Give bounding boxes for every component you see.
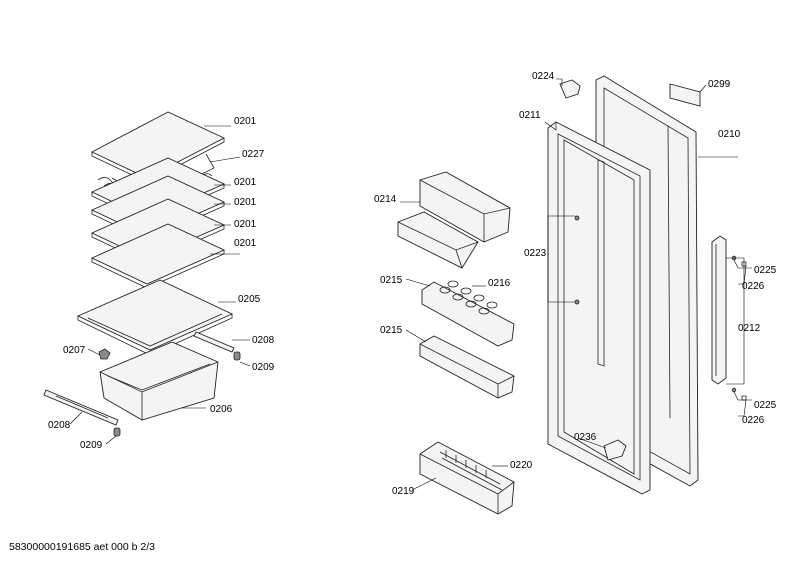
callout-0225: 0225: [754, 400, 777, 411]
door-gasket-0211: [547, 121, 651, 495]
callout-0219: 0219: [392, 486, 415, 497]
butter-lid-0214: [397, 211, 479, 269]
callout-0215: 0215: [380, 275, 403, 286]
drawer-cover-0205: [76, 279, 234, 356]
screw-0225-bottom: [731, 387, 737, 393]
callout-0209: 0209: [80, 440, 103, 451]
callout-0215: 0215: [380, 325, 403, 336]
callout-0224: 0224: [532, 71, 555, 82]
callout-0220: 0220: [510, 460, 533, 471]
callout-0208: 0208: [252, 335, 275, 346]
handle-0212: [711, 235, 727, 385]
screw-0223-bottom: [574, 299, 580, 305]
rail-0208-right: [193, 331, 235, 353]
screw-0223-top: [574, 215, 580, 221]
callout-0210: 0210: [718, 129, 741, 140]
callout-0201: 0201: [234, 177, 257, 188]
callout-0208: 0208: [48, 420, 71, 431]
callout-0236: 0236: [574, 432, 597, 443]
callout-0226: 0226: [742, 415, 765, 426]
callout-0201: 0201: [234, 197, 257, 208]
cover-0224: [559, 79, 581, 99]
callout-0225: 0225: [754, 265, 777, 276]
callout-0201: 0201: [234, 219, 257, 230]
callout-0227: 0227: [242, 149, 265, 160]
cap-0226-bottom: [741, 395, 747, 401]
callout-0223: 0223: [524, 248, 547, 259]
callout-0212: 0212: [738, 323, 761, 334]
callout-0211: 0211: [519, 110, 541, 121]
rail-0208-left: [43, 389, 119, 426]
callout-0299: 0299: [708, 79, 731, 90]
callout-0201: 0201: [234, 238, 257, 249]
bottle-retainer-0220: [439, 450, 503, 491]
clip-0209-right: [233, 351, 241, 361]
crisper-drawer-0206: [99, 341, 219, 421]
part-0236: [603, 439, 627, 461]
clip-0207: [98, 348, 111, 360]
clip-0209-left: [113, 427, 121, 437]
bottle-shelf-0219: [419, 441, 515, 515]
callout-0226: 0226: [742, 281, 765, 292]
door-shelf-0215: [419, 335, 515, 399]
callout-0209: 0209: [252, 362, 275, 373]
hinge-strip: [597, 159, 605, 367]
callout-0214: 0214: [374, 194, 397, 205]
egg-tray-0216: [421, 280, 515, 347]
callout-0205: 0205: [238, 294, 261, 305]
callout-0216: 0216: [488, 278, 511, 289]
callout-0201: 0201: [234, 116, 257, 127]
label-plate-0299: [669, 83, 701, 107]
butter-compartment-0214: [419, 171, 511, 243]
callout-0206: 0206: [210, 404, 233, 415]
callout-0207: 0207: [63, 345, 86, 356]
document-footer: 58300000191685 aet 000 b 2/3: [9, 541, 155, 553]
